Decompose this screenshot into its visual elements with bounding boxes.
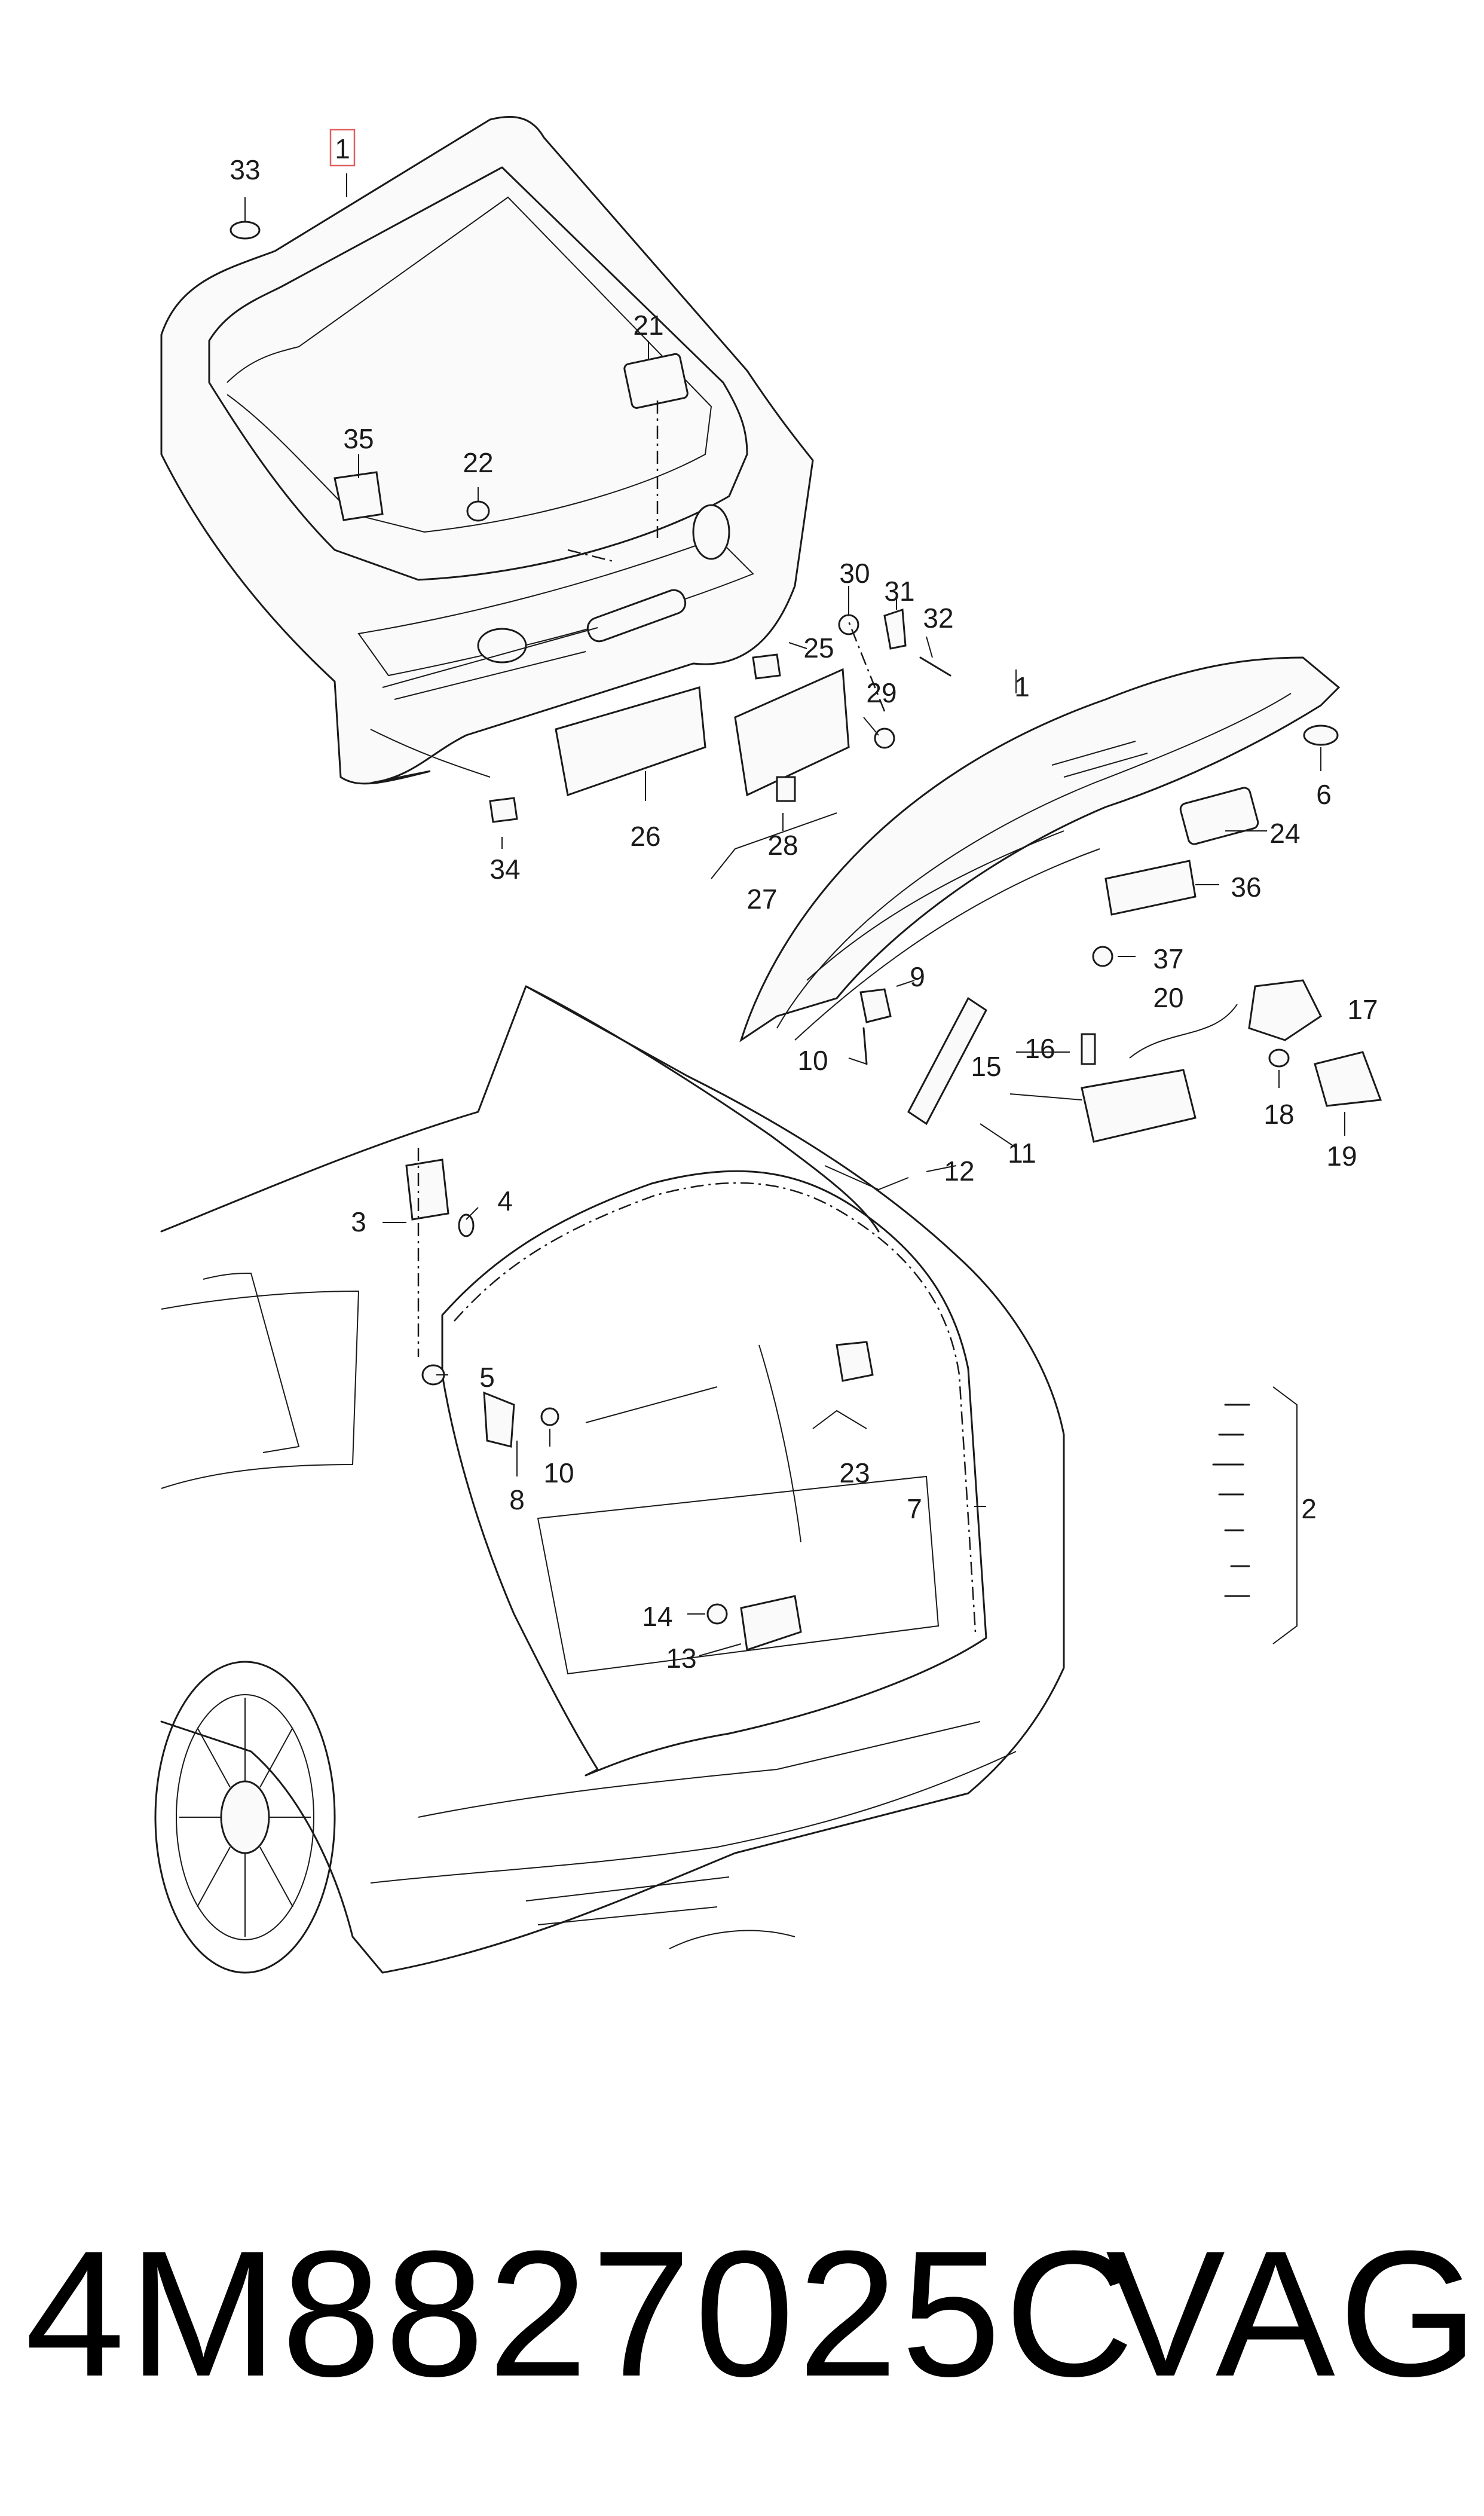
callout-37: 37	[1153, 943, 1183, 974]
cap-6	[1303, 724, 1339, 746]
bracket-36	[1104, 860, 1197, 916]
callout-31: 31	[884, 576, 914, 607]
nut-22	[466, 500, 490, 522]
callout-1-side: 1	[1014, 671, 1030, 702]
callout-9: 9	[910, 961, 925, 992]
vehicle-body	[160, 985, 1065, 1974]
callout-26: 26	[630, 821, 660, 852]
callout-6: 6	[1316, 779, 1332, 810]
callout-36: 36	[1231, 872, 1261, 903]
callout-33: 33	[230, 154, 260, 185]
callout-1-top: 1	[335, 133, 350, 164]
tailgate-side-view	[739, 656, 1341, 1043]
leader-lines	[244, 173, 1345, 1656]
footer: 4M8827025C VAG	[0, 2206, 1484, 2421]
switch-23	[836, 1341, 874, 1382]
clip-28	[776, 776, 796, 802]
screw-32	[919, 656, 951, 677]
callout-13: 13	[666, 1643, 696, 1674]
cable-12	[824, 1165, 909, 1191]
striker-19	[1314, 1051, 1382, 1107]
rear-wheel	[154, 1661, 336, 1974]
lock-17	[1248, 979, 1322, 1041]
strut-11	[907, 996, 987, 1126]
clip-31	[883, 608, 907, 650]
callout-21: 21	[633, 310, 663, 341]
callout-3: 3	[351, 1206, 366, 1237]
callout-24: 24	[1269, 818, 1300, 849]
callout-19: 19	[1326, 1141, 1357, 1172]
bolt-10b	[540, 1407, 559, 1426]
exploded-view-drawing: 1 33 21 35 22 30 31 32 25 29 26 28 27 34…	[154, 115, 1382, 1974]
callout-box-1	[329, 129, 356, 167]
callout-2: 2	[1301, 1493, 1317, 1524]
bolt-25	[752, 653, 781, 680]
callout-labels: 1 33 21 35 22 30 31 32 25 29 26 28 27 34…	[230, 129, 1378, 1674]
callout-18: 18	[1263, 1099, 1294, 1130]
callout-10-lower: 10	[543, 1457, 574, 1488]
plate-26	[555, 686, 706, 796]
bolt-10a	[862, 1027, 868, 1065]
nut-37	[1092, 946, 1113, 967]
callout-28: 28	[767, 830, 798, 861]
washer-30	[838, 614, 859, 635]
cable-20	[1129, 1004, 1238, 1059]
fasteners-2	[1212, 1404, 1250, 1597]
callout-27: 27	[746, 883, 777, 915]
callout-7: 7	[907, 1493, 922, 1524]
callout-17: 17	[1347, 994, 1378, 1025]
callout-12: 12	[944, 1155, 974, 1187]
motor-15	[1081, 1069, 1197, 1143]
brand-name: VAG	[1106, 2213, 1482, 2414]
bracket-27	[734, 668, 850, 797]
cap-33	[230, 221, 261, 240]
nut-18	[1268, 1048, 1290, 1068]
callout-35: 35	[343, 423, 374, 454]
callout-8: 8	[509, 1484, 525, 1515]
hinge-3	[405, 1158, 449, 1221]
callout-34: 34	[489, 854, 520, 885]
callout-25: 25	[803, 632, 834, 664]
callout-23: 23	[839, 1457, 870, 1488]
callout-10-upper: 10	[797, 1045, 828, 1076]
part-number: 4M8827025C	[25, 2213, 1138, 2414]
callout-30: 30	[839, 558, 870, 589]
bolt-29	[874, 727, 895, 749]
sensor-16	[1081, 1033, 1096, 1065]
bracket-35	[333, 471, 384, 521]
callout-4: 4	[497, 1185, 513, 1216]
bracket-13	[740, 1595, 802, 1651]
callout-5: 5	[479, 1362, 495, 1393]
callout-14: 14	[642, 1601, 672, 1632]
brake-light-21	[623, 353, 689, 409]
small-parts	[230, 221, 1382, 1651]
callout-11: 11	[1008, 1138, 1036, 1169]
callout-15: 15	[971, 1051, 1001, 1082]
bolt-4	[458, 1213, 475, 1237]
callout-32: 32	[923, 603, 953, 634]
switch-24	[1179, 787, 1259, 845]
bracket-8	[483, 1391, 515, 1448]
nut-14	[706, 1603, 728, 1625]
grommet-34	[489, 797, 518, 823]
tailgate-front-view	[160, 115, 814, 785]
callout-20: 20	[1153, 982, 1183, 1013]
hinge-9	[859, 988, 892, 1023]
callout-16: 16	[1024, 1033, 1055, 1064]
callout-29: 29	[866, 677, 896, 708]
callout-22: 22	[463, 447, 493, 478]
